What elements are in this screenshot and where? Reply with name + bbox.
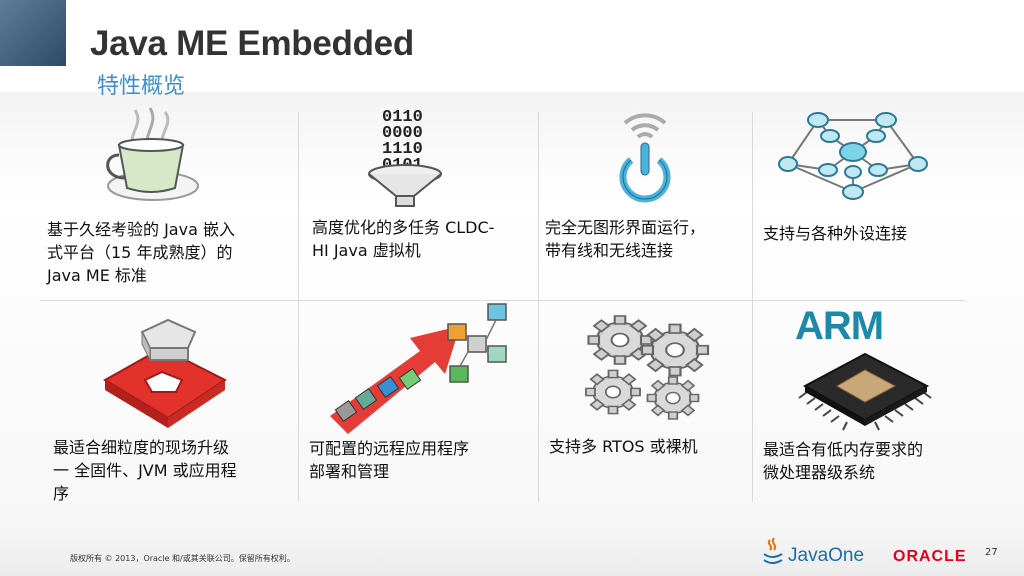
grid-divider [538,112,539,502]
caption-line: 最适合有低内存要求的 [763,440,924,459]
feature-caption: 基于久经考验的 Java 嵌入 式平台（15 年成熟度）的 Java ME 标准 [47,218,235,287]
caption-line: 部署和管理 [309,462,390,481]
oracle-logo: ORACLE [893,548,967,565]
feature-caption: 最适合细粒度的现场升级 一 全固件、JVM 或应用程 序 [53,436,237,505]
grid-divider [298,112,299,502]
caption-line: 带有线和无线连接 [545,241,674,260]
page-number: 27 [985,547,998,558]
caption-line: 最适合细粒度的现场升级 [53,438,230,457]
caption-line: HI Java 虚拟机 [312,241,421,260]
chip-icon [798,352,932,431]
wireless-power-icon [619,113,671,203]
javaone-text: JavaOne [788,545,864,566]
binary-row: 0110 [382,108,423,127]
feature-caption: 支持与各种外设连接 [763,222,907,245]
arm-logo: ARM [795,304,884,348]
binary-row: 0000 [382,124,423,143]
caption-line: 式平台（15 年成熟度）的 [47,243,233,262]
page-subtitle: 特性概览 [97,74,186,99]
gears-icon [585,314,710,420]
corner-block [0,0,66,66]
feature-caption: 高度优化的多任务 CLDC- HI Java 虚拟机 [312,216,494,262]
copyright-text: 版权所有 © 2013，Oracle 和/或其关联公司。保留所有权利。 [70,554,295,563]
feature-caption: 最适合有低内存要求的 微处理器级系统 [763,438,923,484]
coffee-cup-icon [106,107,199,201]
network-nodes-icon [778,112,928,200]
puzzle-arrow-icon [330,303,507,434]
page-title: Java ME Embedded [90,24,414,63]
caption-line: 微处理器级系统 [763,463,876,482]
binary-row: 1110 [382,140,423,159]
caption-line: 序 [53,484,70,503]
caption-line: 支持与各种外设连接 [763,224,908,243]
caption-line: 基于久经考验的 Java 嵌入 [47,220,235,239]
caption-line: 可配置的远程应用程序 [309,439,470,458]
caption-line: Java ME 标准 [47,266,147,285]
caption-line: 完全无图形界面运行， [545,218,706,237]
feature-caption: 完全无图形界面运行， 带有线和无线连接 [545,216,705,262]
caption-line: 高度优化的多任务 CLDC- [312,218,495,237]
feature-caption: 支持多 RTOS 或裸机 [549,435,698,458]
caption-line: 支持多 RTOS 或裸机 [549,437,698,456]
pentagon-slot-icon [103,318,227,428]
grid-divider [40,300,965,301]
feature-caption: 可配置的远程应用程序 部署和管理 [309,437,469,483]
caption-line: 一 全固件、JVM 或应用程 [53,461,237,480]
binary-funnel-icon: 0110 0000 1110 0101 [368,108,442,207]
grid-divider [752,112,753,502]
javaone-logo: JavaOne [763,537,864,566]
